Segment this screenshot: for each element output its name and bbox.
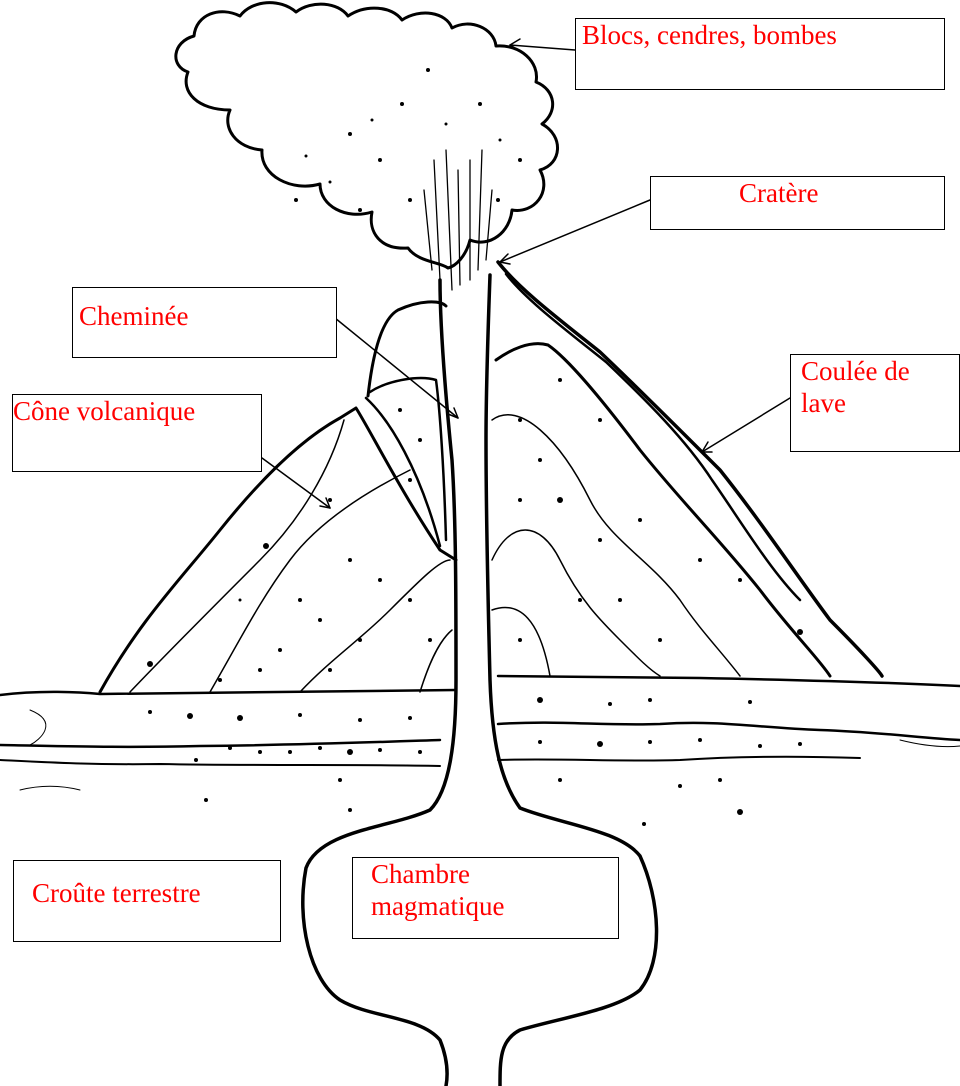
eruption-cloud: [176, 3, 558, 268]
label-chambre-magmatique: Chambre magmatique: [352, 857, 619, 939]
label-cheminee: Cheminée: [72, 287, 337, 358]
conduit-outline: [303, 280, 456, 1086]
label-cone-volcanique: Cône volcanique: [12, 394, 262, 472]
label-coulee-de-lave: Coulée de lave: [790, 354, 960, 452]
ground-layers-right: [498, 676, 960, 686]
label-arrows: [262, 39, 790, 508]
label-cratere: Cratère: [650, 176, 945, 230]
ground-layers-left: [0, 690, 456, 695]
label-blocs-cendres-bombes: Blocs, cendres, bombes: [575, 18, 945, 90]
label-croute-terrestre: Croûte terrestre: [13, 860, 281, 942]
